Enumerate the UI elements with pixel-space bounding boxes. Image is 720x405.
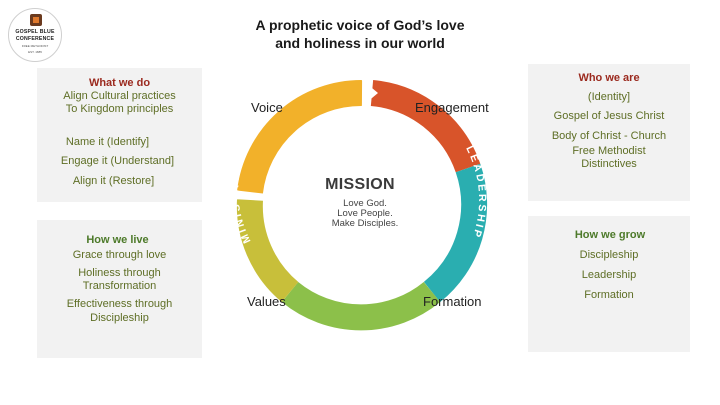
how-we-grow-line: Leadership [581,269,637,281]
what-we-do-line: Align Cultural practices [63,90,176,102]
conference-logo: GOSPEL BLUE CONFERENCE FREE METHODIST ES… [8,8,62,62]
who-we-are-line: Distinctives [581,158,637,170]
who-we-are-panel: Who we are (Identity] Gospel of Jesus Ch… [528,64,690,201]
ring-segment-top-right [370,80,481,173]
how-we-live-line: Grace through love [72,249,167,261]
what-we-do-heading: What we do [88,77,151,89]
title-line-2: and holiness in our world [275,35,445,51]
how-we-live-heading: How we live [86,234,149,246]
ring-segment-bottom [281,281,441,331]
quadrant-label-formation: Formation [423,294,482,309]
how-we-live-panel: How we live Grace through love Holiness … [37,220,202,358]
ring-segment-left [236,199,299,302]
quadrant-label-engagement: Engagement [415,100,489,115]
what-we-do-panel: What we do Align Cultural practices To K… [37,68,202,202]
mission-line: Make Disciples. [331,218,399,229]
who-we-are-heading: Who we are [578,72,640,84]
ring-segment-right [423,163,488,303]
who-we-are-line: (Identity] [587,91,631,103]
how-we-grow-line: Formation [584,289,634,301]
logo-line-4: EST. 1885 [28,50,42,54]
how-we-live-line: Holiness through [78,267,161,279]
ring-segment-top-left [237,79,363,194]
what-we-do-line: Align it (Restore] [72,175,155,187]
how-we-live-line: Discipleship [90,312,149,324]
ring-arrow-notch-icon [360,78,378,108]
how-we-grow-panel: How we grow Discipleship Leadership Form… [528,216,690,352]
what-we-do-line: Engage it (Understand] [60,155,175,167]
how-we-live-line: Transformation [82,280,157,292]
how-we-grow-line: Discipleship [579,249,639,261]
quadrant-label-values: Values [247,294,286,309]
mission-line: Love People. [337,208,393,219]
logo-line-1: GOSPEL BLUE [15,29,55,35]
logo-line-3: FREE METHODIST [21,44,49,48]
what-we-do-line: Name it (Identify] [65,136,150,148]
mission-line: Love God. [343,198,387,209]
page-title: A prophetic voice of God’s love and holi… [200,16,520,52]
who-we-are-line: Free Methodist [572,145,646,157]
title-line-1: A prophetic voice of God’s love [255,17,465,33]
logo-mark-icon [30,14,42,26]
how-we-live-line: Effectiveness through [66,298,173,310]
logo-line-2: CONFERENCE [15,36,55,42]
mission-title: MISSION [325,176,395,193]
what-we-do-line: To Kingdom principles [65,103,174,115]
how-we-grow-heading: How we grow [574,229,646,241]
who-we-are-line: Gospel of Jesus Christ [553,110,665,122]
who-we-are-line: Body of Christ - Church [551,130,667,142]
quadrant-label-voice: Voice [251,100,283,115]
